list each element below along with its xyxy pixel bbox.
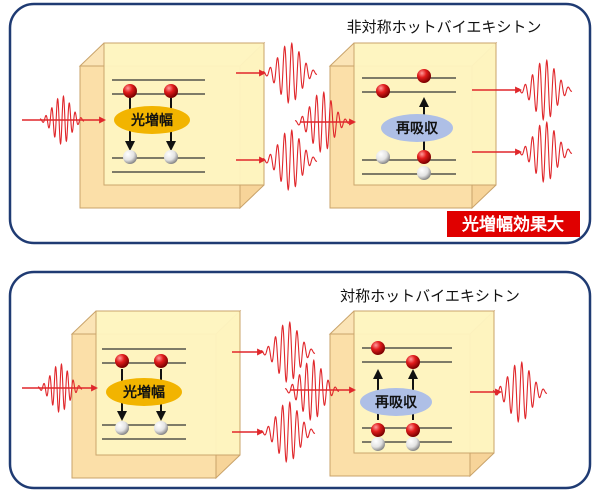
light-pulse-icon (284, 358, 340, 422)
hole-icon (371, 437, 385, 451)
light-pulse-icon (262, 128, 318, 192)
light-pulse-icon (260, 320, 316, 384)
panel-title: 対称ホットバイエキシトン (340, 287, 520, 305)
badge-label: 光増幅効果大 (461, 214, 564, 235)
hole-icon (123, 150, 137, 164)
reabsorb-pill (360, 388, 432, 416)
light-pulse-icon (294, 90, 350, 154)
light-pulse-icon (260, 400, 316, 464)
light-pulse-icon (517, 120, 573, 184)
hole-icon (154, 421, 168, 435)
hole-icon (406, 437, 420, 451)
hole-icon (376, 150, 390, 164)
amplify-pill (114, 106, 190, 134)
electron-icon (123, 84, 137, 98)
light-pulse-icon (517, 58, 573, 122)
electron-icon (417, 150, 431, 164)
amplify-label: 光増幅 (130, 112, 173, 129)
electron-icon (406, 423, 420, 437)
electron-icon (371, 423, 385, 437)
electron-icon (371, 341, 385, 355)
electron-icon (376, 84, 390, 98)
crystal-block: 再吸収 (328, 309, 496, 478)
hole-icon (164, 150, 178, 164)
light-pulse-icon (492, 360, 548, 424)
electron-icon (164, 84, 178, 98)
reabsorb-label: 再吸収 (375, 394, 418, 411)
crystal-block: 光増幅 (70, 309, 242, 480)
crystal-block: 光増幅 (78, 41, 266, 210)
electron-icon (154, 354, 168, 368)
amplify-pill (106, 378, 182, 406)
highlight-badge (447, 211, 580, 237)
reabsorb-pill (381, 114, 453, 142)
panel-symmetric: 対称ホットバイエキシトン 光増幅 (8, 270, 592, 490)
electron-icon (417, 69, 431, 83)
light-pulse-icon (37, 362, 83, 414)
amplify-label: 光増幅 (122, 384, 165, 401)
electron-icon (115, 354, 129, 368)
electron-icon (406, 355, 420, 369)
light-pulse-icon (39, 94, 85, 146)
light-pulse-icon (262, 41, 318, 105)
reabsorb-label: 再吸収 (396, 120, 439, 137)
panel-asymmetric: 非対称ホットバイエキシトン 光増幅 (8, 2, 592, 245)
crystal-block: 再吸収 (328, 41, 498, 210)
hole-icon (115, 421, 129, 435)
hole-icon (417, 166, 431, 180)
panel-title: 非対称ホットバイエキシトン (347, 18, 542, 36)
